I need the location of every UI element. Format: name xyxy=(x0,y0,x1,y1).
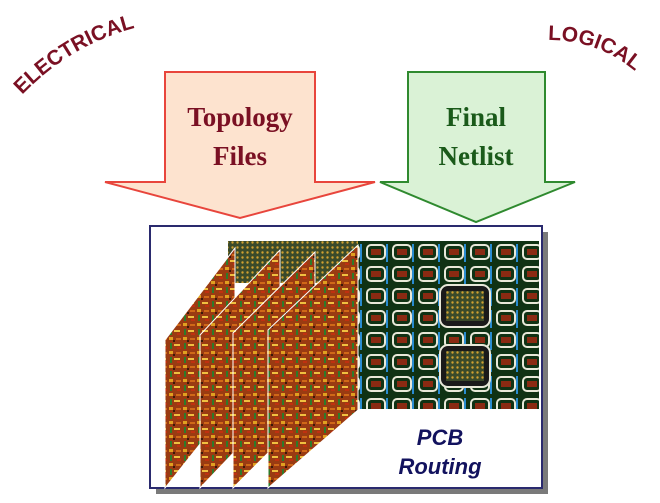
pcb-label-line2: Routing xyxy=(398,454,482,479)
left-arrow-line1: Topology xyxy=(187,102,293,132)
pcb-layer-4 xyxy=(267,243,359,490)
right-arrow-line1: Final xyxy=(446,102,507,132)
left-arrow-shape xyxy=(104,71,376,220)
pcb-routing-panel: PCB Routing xyxy=(149,225,548,494)
final-netlist-arrow: Final Netlist xyxy=(379,71,576,224)
pcb-main-board xyxy=(358,241,539,409)
electrical-label: ELECTRICAL xyxy=(9,11,136,99)
electrical-label-text: ELECTRICAL xyxy=(9,11,136,99)
pcb-label-line1: PCB xyxy=(417,425,464,450)
topology-files-arrow: Topology Files xyxy=(104,71,376,220)
logical-label: LOGICAL xyxy=(548,22,646,75)
left-arrow-line2: Files xyxy=(213,141,267,171)
right-arrow-line2: Netlist xyxy=(439,141,514,171)
logical-label-text: LOGICAL xyxy=(548,22,646,75)
right-arrow-shape xyxy=(379,71,576,224)
